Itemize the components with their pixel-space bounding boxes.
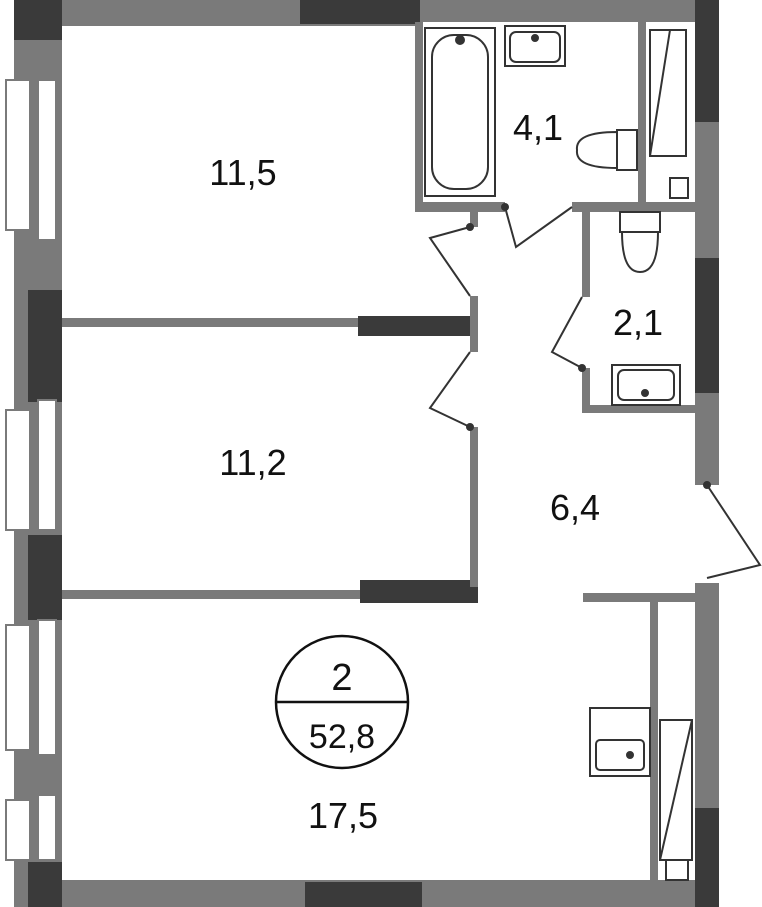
left-wall-dark-2 [28,535,62,620]
window-bedroom-1-inner [37,79,57,241]
door-entrance [706,484,762,579]
wall-bedroom1-bedroom2 [62,318,360,327]
door-toilet [550,296,583,369]
wall-corridor-mid [470,296,478,352]
right-wall-dark-low [695,808,719,907]
left-wall-dark-3 [28,862,62,907]
interior-walls [62,22,702,882]
window-bedroom-2-inner [37,399,57,531]
wall-toilet-left-lower [582,368,590,413]
door-bathroom [504,206,573,249]
door-hinge-1 [466,223,474,231]
wall-toilet-left-upper [582,212,590,297]
wall-bedroom1-bedroom2-dark [358,316,472,336]
door-hinge-3 [501,203,509,211]
bathtub [424,27,496,197]
area-toilet: 2,1 [613,302,663,343]
right-wall-dark-top [695,0,719,122]
bathroom-sink [504,25,566,67]
door-bedroom-1 [428,226,471,297]
area-hallway: 6,4 [550,487,600,528]
window-living-1-inner [37,619,57,756]
left-wall-dark-1 [28,290,62,402]
door-bedroom-2 [428,351,471,428]
wall-bathroom-bottom [415,202,505,212]
window-living-1 [5,624,31,751]
badge-total-area: 52,8 [309,718,375,756]
area-bedroom-1: 11,5 [209,152,276,193]
apartment-badge: 2 52,8 [274,634,410,770]
wall-corridor-lower [470,427,478,587]
area-bathroom: 4,1 [513,107,563,148]
bathroom-cabinet [649,29,689,199]
wall-bedroom2-living-dark [360,580,478,603]
area-bedroom-2: 11,2 [219,442,286,483]
door-hinge-2 [466,423,474,431]
left-wall-dark-top [14,0,62,40]
wall-bathroom-left [415,22,423,212]
wc-sink [611,364,681,406]
window-living-2-inner [37,794,57,861]
top-wall-dark-segment [300,0,420,24]
wall-corridor-upper [470,205,478,227]
fixtures [424,25,693,881]
doors [428,203,762,579]
right-wall-dark-mid [695,258,719,393]
wall-bedroom2-living [62,590,362,599]
bathroom-toilet [575,129,638,171]
wall-bathroom-bottom-right [572,202,702,212]
door-hinge-5 [703,481,711,489]
room-labels: 11,5 4,1 2,1 11,2 6,4 17,5 [209,107,663,836]
wall-closet-top [583,593,695,602]
wall-toilet-bottom [582,405,702,413]
window-bedroom-2 [5,409,31,531]
area-living-kitchen: 17,5 [308,795,378,836]
badge-rooms-count: 2 [331,657,352,699]
window-bedroom-1 [5,79,31,231]
windows [5,79,57,861]
window-living-2 [5,799,31,861]
wc-toilet [619,211,661,274]
wall-closet-left [650,602,658,882]
closet [659,719,693,881]
door-hinge-4 [578,364,586,372]
kitchen-sink [589,707,651,777]
wall-bathroom-right [638,22,646,207]
bottom-wall-dark-segment [305,882,422,907]
top-wall-right [420,0,695,22]
